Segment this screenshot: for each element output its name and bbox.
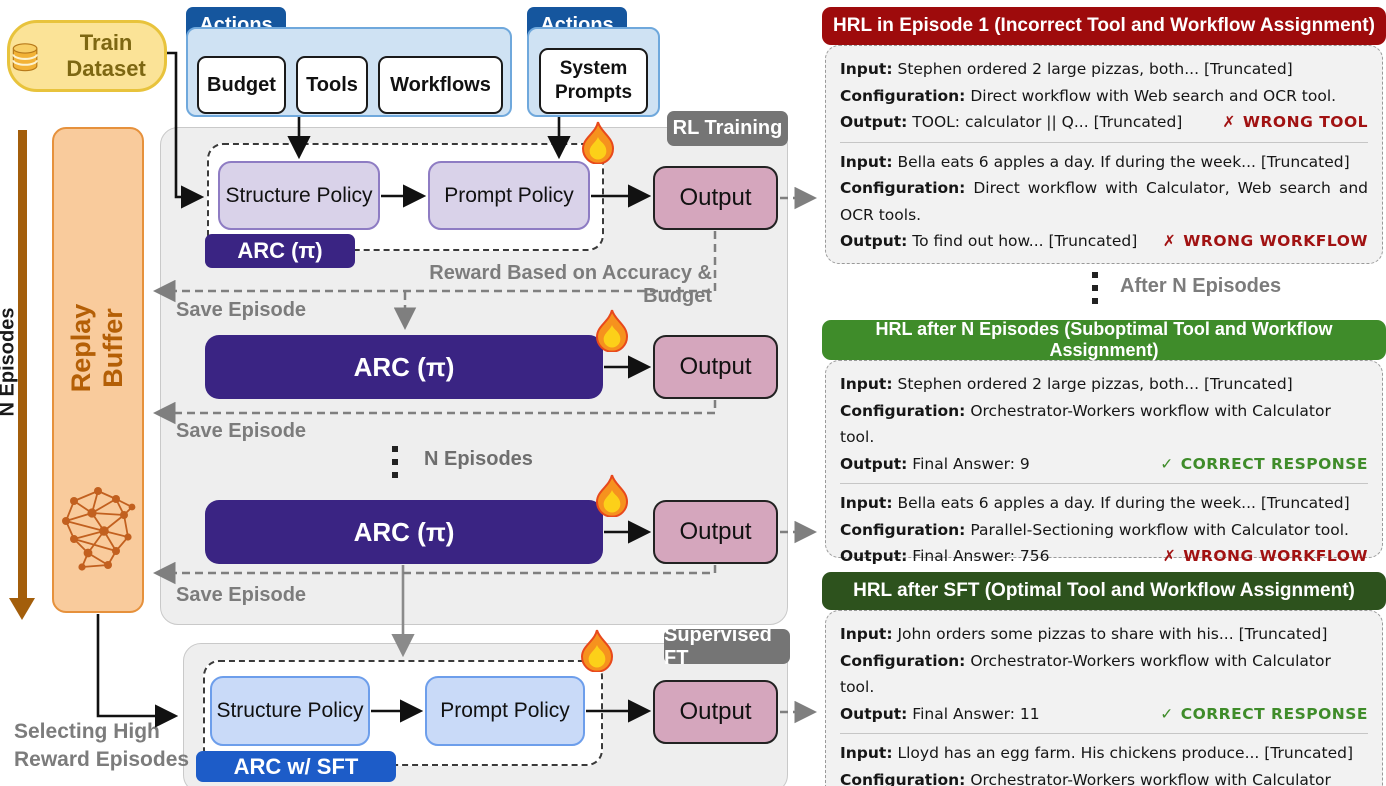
prompt-policy-rl: Prompt Policy bbox=[428, 161, 590, 230]
fire-icon bbox=[581, 121, 615, 164]
example-entry: Input: Stephen ordered 2 large pizzas, b… bbox=[840, 371, 1368, 477]
status-badge: ✓CORRECT RESPONSE bbox=[1160, 704, 1368, 723]
output-box-1: Output bbox=[653, 166, 778, 230]
action-item-tools: Tools bbox=[296, 56, 368, 114]
replay-buffer-label: Replay Buffer bbox=[65, 304, 129, 393]
example-entry: Input: Stephen ordered 2 large pizzas, b… bbox=[840, 56, 1368, 136]
supervised-ft-label: Supervised FT bbox=[664, 624, 790, 669]
panel2-body: Input: Stephen ordered 2 large pizzas, b… bbox=[825, 360, 1383, 565]
input-line: Input: Lloyd has an egg farm. His chicke… bbox=[840, 744, 1354, 762]
network-graph-icon bbox=[62, 487, 136, 571]
arc-pi-box-2: ARC (π) bbox=[205, 335, 603, 399]
arc-pi-tag: ARC (π) bbox=[205, 234, 355, 268]
output-box-2: Output bbox=[653, 335, 778, 399]
output-line: Output: Final Answer: 11 ✓CORRECT RESPON… bbox=[840, 701, 1368, 728]
structure-policy-sft: Structure Policy bbox=[210, 676, 370, 746]
after-n-episodes-label: After N Episodes bbox=[1120, 275, 1282, 297]
train-dataset-label: Train Dataset bbox=[66, 30, 146, 81]
config-line: Configuration: Orchestrator-Workers work… bbox=[840, 651, 1331, 697]
entry-divider bbox=[840, 483, 1368, 484]
arc-pi-box-3: ARC (π) bbox=[205, 500, 603, 564]
selecting-line1: Selecting High bbox=[14, 720, 160, 743]
replay-buffer-word1: Replay bbox=[66, 303, 96, 393]
replay-buffer-word2: Buffer bbox=[98, 308, 128, 388]
save-episode-1: Save Episode bbox=[176, 299, 307, 321]
save-episode-3: Save Episode bbox=[176, 584, 307, 606]
output-line: Output: To find out how... [Truncated] ✗… bbox=[840, 228, 1368, 255]
vertical-ellipsis-mid bbox=[392, 446, 398, 485]
output-line: Output: Final Answer: 9 ✓CORRECT RESPONS… bbox=[840, 451, 1368, 478]
config-line: Configuration: Direct workflow with Web … bbox=[840, 86, 1337, 105]
config-line: Configuration: Direct workflow with Calc… bbox=[840, 179, 1368, 224]
structure-policy-rl: Structure Policy bbox=[218, 161, 380, 230]
output-box-sft: Output bbox=[653, 680, 778, 744]
config-line: Configuration: Parallel-Sectioning workf… bbox=[840, 520, 1349, 539]
example-entry: Input: John orders some pizzas to share … bbox=[840, 621, 1368, 727]
status-badge: ✗WRONG WORKFLOW bbox=[1162, 547, 1368, 565]
config-line: Configuration: Orchestrator-Workers work… bbox=[840, 770, 1331, 786]
status-badge: ✓CORRECT RESPONSE bbox=[1160, 454, 1368, 473]
example-entry: Input: Lloyd has an egg farm. His chicke… bbox=[840, 740, 1368, 786]
database-icon bbox=[12, 43, 38, 72]
panel3-header: HRL after SFT (Optimal Tool and Workflow… bbox=[822, 572, 1386, 610]
train-dataset-box: Train Dataset bbox=[7, 20, 167, 92]
n-episodes-mid-label: N Episodes bbox=[424, 448, 533, 470]
output-box-3: Output bbox=[653, 500, 778, 564]
input-line: Input: Bella eats 6 apples a day. If dur… bbox=[840, 152, 1350, 171]
output-line: Output: TOOL: calculator || Q... [Trunca… bbox=[840, 109, 1368, 136]
prompt-policy-sft: Prompt Policy bbox=[425, 676, 585, 746]
vertical-ellipsis-right bbox=[1092, 272, 1098, 311]
fire-icon bbox=[595, 474, 629, 517]
action-item-system-prompts: System Prompts bbox=[539, 48, 648, 114]
n-episodes-axis-label: N Episodes bbox=[0, 307, 19, 417]
fire-icon bbox=[595, 309, 629, 352]
selecting-high-reward-label: Selecting High Reward Episodes bbox=[14, 718, 189, 774]
save-episode-2: Save Episode bbox=[176, 420, 307, 442]
panel1-header: HRL in Episode 1 (Incorrect Tool and Wor… bbox=[822, 7, 1386, 45]
input-line: Input: Stephen ordered 2 large pizzas, b… bbox=[840, 375, 1293, 393]
arc-sft-tag: ARC w/ SFT bbox=[196, 751, 396, 782]
reward-label: Reward Based on Accuracy & Budget bbox=[429, 262, 712, 307]
example-entry: Input: Bella eats 6 apples a day. If dur… bbox=[840, 149, 1368, 255]
n-episodes-axis-arrowhead bbox=[9, 598, 35, 620]
config-line: Configuration: Orchestrator-Workers work… bbox=[840, 401, 1331, 447]
panel1-body: Input: Stephen ordered 2 large pizzas, b… bbox=[825, 45, 1383, 264]
input-line: Input: John orders some pizzas to share … bbox=[840, 625, 1328, 643]
entry-divider bbox=[840, 141, 1368, 143]
n-episodes-axis-arrow bbox=[18, 130, 27, 598]
panel2-header: HRL after N Episodes (Suboptimal Tool an… bbox=[822, 319, 1386, 360]
action-item-budget: Budget bbox=[197, 56, 286, 114]
entry-divider bbox=[840, 733, 1368, 734]
selecting-line2: Reward Episodes bbox=[14, 748, 190, 771]
status-badge: ✗WRONG TOOL bbox=[1222, 113, 1368, 131]
input-line: Input: Stephen ordered 2 large pizzas, b… bbox=[840, 60, 1293, 78]
output-line: Output: Final Answer: 756 ✗WRONG WORKFLO… bbox=[840, 543, 1368, 570]
replay-buffer-box bbox=[52, 127, 144, 613]
example-entry: Input: Bella eats 6 apples a day. If dur… bbox=[840, 490, 1368, 570]
fire-icon bbox=[580, 629, 614, 672]
status-badge: ✗WRONG WORKFLOW bbox=[1162, 232, 1368, 250]
rl-training-label: RL Training bbox=[667, 111, 788, 146]
action-item-workflows: Workflows bbox=[378, 56, 503, 114]
panel3-body: Input: John orders some pizzas to share … bbox=[825, 610, 1383, 786]
input-line: Input: Bella eats 6 apples a day. If dur… bbox=[840, 494, 1350, 512]
